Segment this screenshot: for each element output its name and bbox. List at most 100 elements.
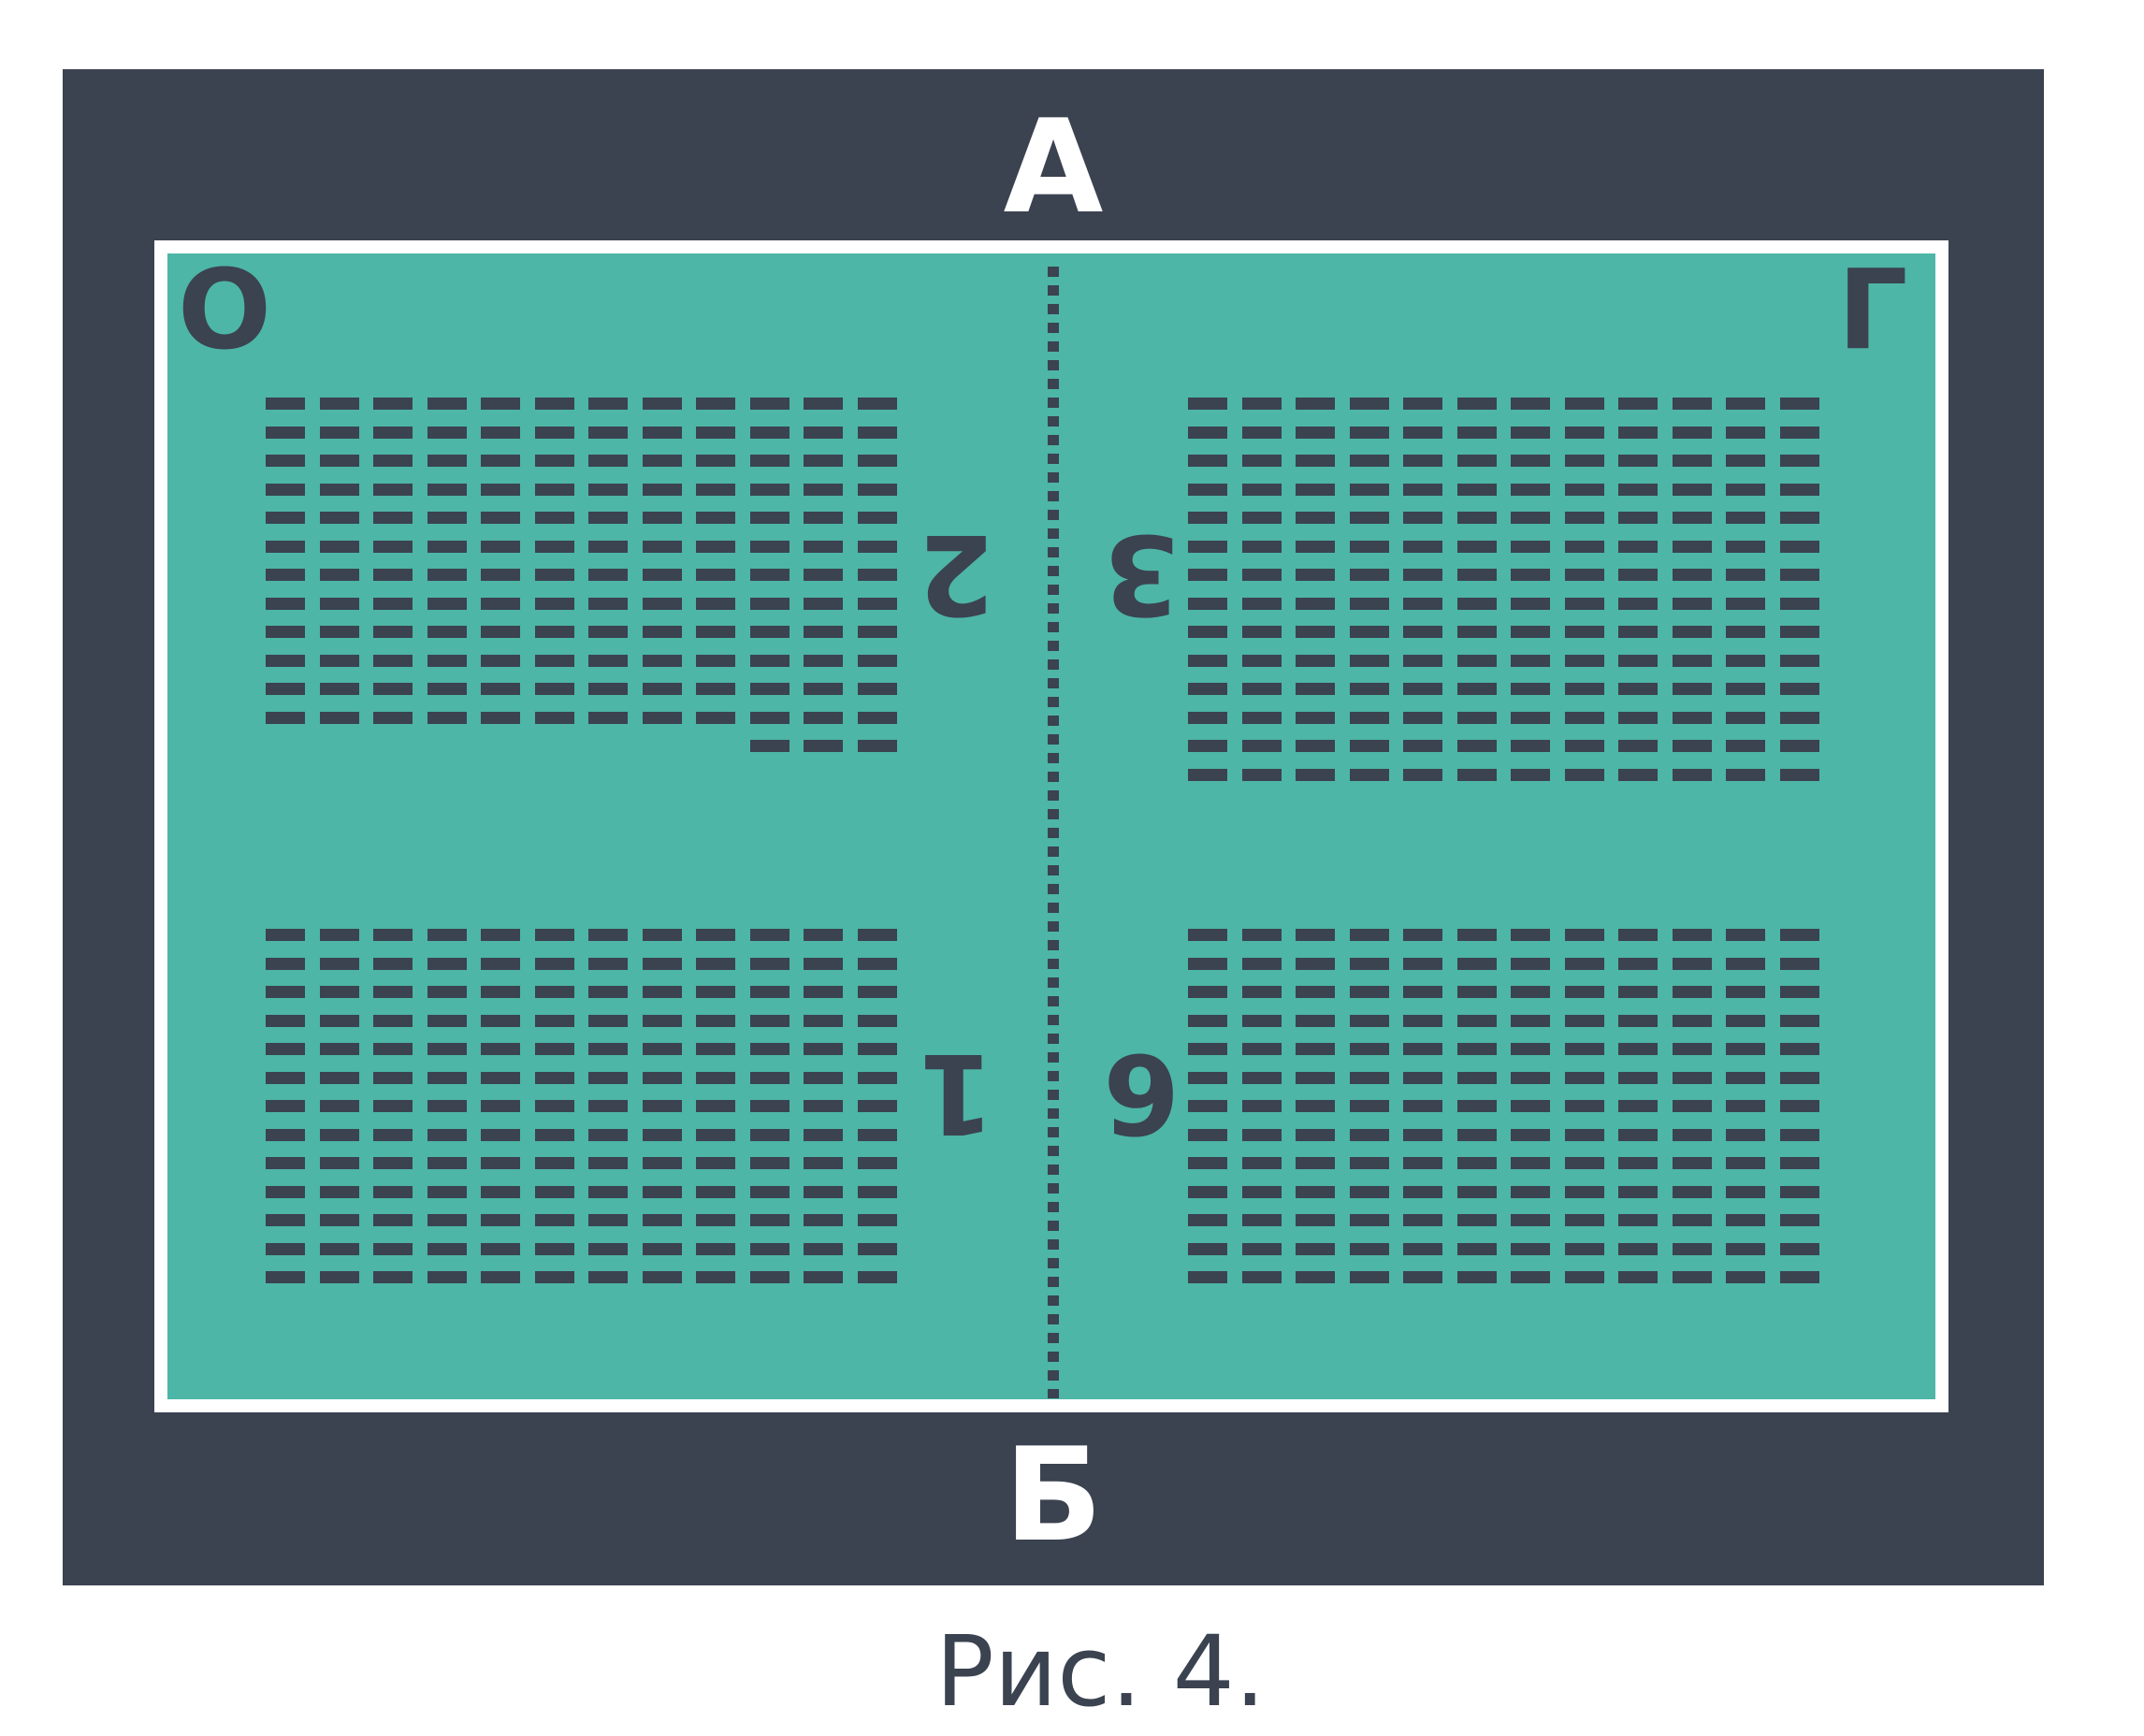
seat — [319, 426, 359, 439]
seat — [588, 569, 628, 581]
seat — [1726, 986, 1765, 998]
seat — [1511, 1271, 1550, 1283]
seat — [534, 711, 574, 724]
seat — [1726, 1043, 1765, 1055]
seat — [1726, 711, 1765, 724]
seat — [1188, 1242, 1227, 1255]
seat — [427, 597, 467, 610]
seat — [266, 569, 305, 581]
seat — [1726, 540, 1765, 553]
seat — [1456, 929, 1497, 941]
seat — [1726, 1271, 1765, 1283]
seat — [1241, 683, 1282, 695]
seat — [588, 1214, 628, 1226]
seat — [1564, 1185, 1604, 1198]
seat — [1296, 768, 1335, 781]
seat — [857, 1128, 897, 1141]
seat — [1403, 683, 1442, 695]
seat — [534, 597, 574, 610]
seat — [1349, 1271, 1389, 1283]
seat — [857, 1242, 897, 1255]
seat — [696, 540, 735, 553]
seat — [1188, 740, 1227, 752]
seat — [749, 597, 790, 610]
seat — [1349, 540, 1389, 553]
seat — [373, 455, 413, 467]
seat — [1296, 957, 1335, 970]
seat — [1779, 398, 1819, 410]
seat — [266, 426, 305, 439]
seat — [1188, 1157, 1227, 1169]
seat — [1403, 483, 1442, 496]
seat — [696, 1043, 735, 1055]
seat — [1672, 483, 1712, 496]
seat — [804, 1214, 843, 1226]
seat — [749, 654, 790, 667]
seat — [427, 711, 467, 724]
seat — [1564, 768, 1604, 781]
seat — [427, 1014, 467, 1027]
seat — [1349, 1043, 1389, 1055]
seat — [642, 1014, 682, 1027]
seat — [534, 683, 574, 695]
seat — [642, 1157, 682, 1169]
seat — [1188, 986, 1227, 998]
section-number-bottom-right: 6 — [1102, 1029, 1181, 1158]
seat — [1511, 1185, 1550, 1198]
seat — [1564, 1214, 1604, 1226]
seat — [804, 1185, 843, 1198]
seat — [427, 683, 467, 695]
seat — [1349, 398, 1389, 410]
seat — [804, 426, 843, 439]
seat — [481, 683, 520, 695]
seat — [642, 398, 682, 410]
seat — [1672, 398, 1712, 410]
seat — [857, 1043, 897, 1055]
seat — [1779, 1071, 1819, 1084]
seat — [1779, 455, 1819, 467]
seat — [857, 540, 897, 553]
seat — [1511, 1014, 1550, 1027]
figure-caption: Рис. 4. — [935, 1614, 1266, 1729]
side-label-bottom: Б — [1004, 1420, 1103, 1570]
seat — [534, 483, 574, 496]
seat — [696, 569, 735, 581]
seat — [1779, 740, 1819, 752]
seat — [1564, 929, 1604, 941]
seat — [804, 711, 843, 724]
seat — [588, 1100, 628, 1112]
seat — [534, 1214, 574, 1226]
seat — [319, 986, 359, 998]
seat — [1456, 1214, 1497, 1226]
seat — [1241, 569, 1282, 581]
seat — [642, 683, 682, 695]
seat — [857, 569, 897, 581]
seat — [588, 1014, 628, 1027]
seat — [373, 683, 413, 695]
seat — [266, 654, 305, 667]
seat — [696, 1128, 735, 1141]
seat — [749, 986, 790, 998]
seat — [266, 1242, 305, 1255]
seat — [373, 1242, 413, 1255]
seat — [1403, 957, 1442, 970]
seat — [1618, 1100, 1658, 1112]
seat — [1672, 986, 1712, 998]
seat — [1511, 1071, 1550, 1084]
seat — [804, 540, 843, 553]
seat — [1349, 512, 1389, 524]
seat — [804, 1157, 843, 1169]
seat — [804, 597, 843, 610]
seat — [696, 711, 735, 724]
seat — [1188, 929, 1227, 941]
seat — [696, 929, 735, 941]
seat — [588, 483, 628, 496]
seat — [857, 512, 897, 524]
seat — [427, 626, 467, 638]
seat — [696, 455, 735, 467]
seat — [588, 398, 628, 410]
seat — [481, 957, 520, 970]
seat — [1779, 426, 1819, 439]
seat — [642, 455, 682, 467]
seat — [696, 683, 735, 695]
